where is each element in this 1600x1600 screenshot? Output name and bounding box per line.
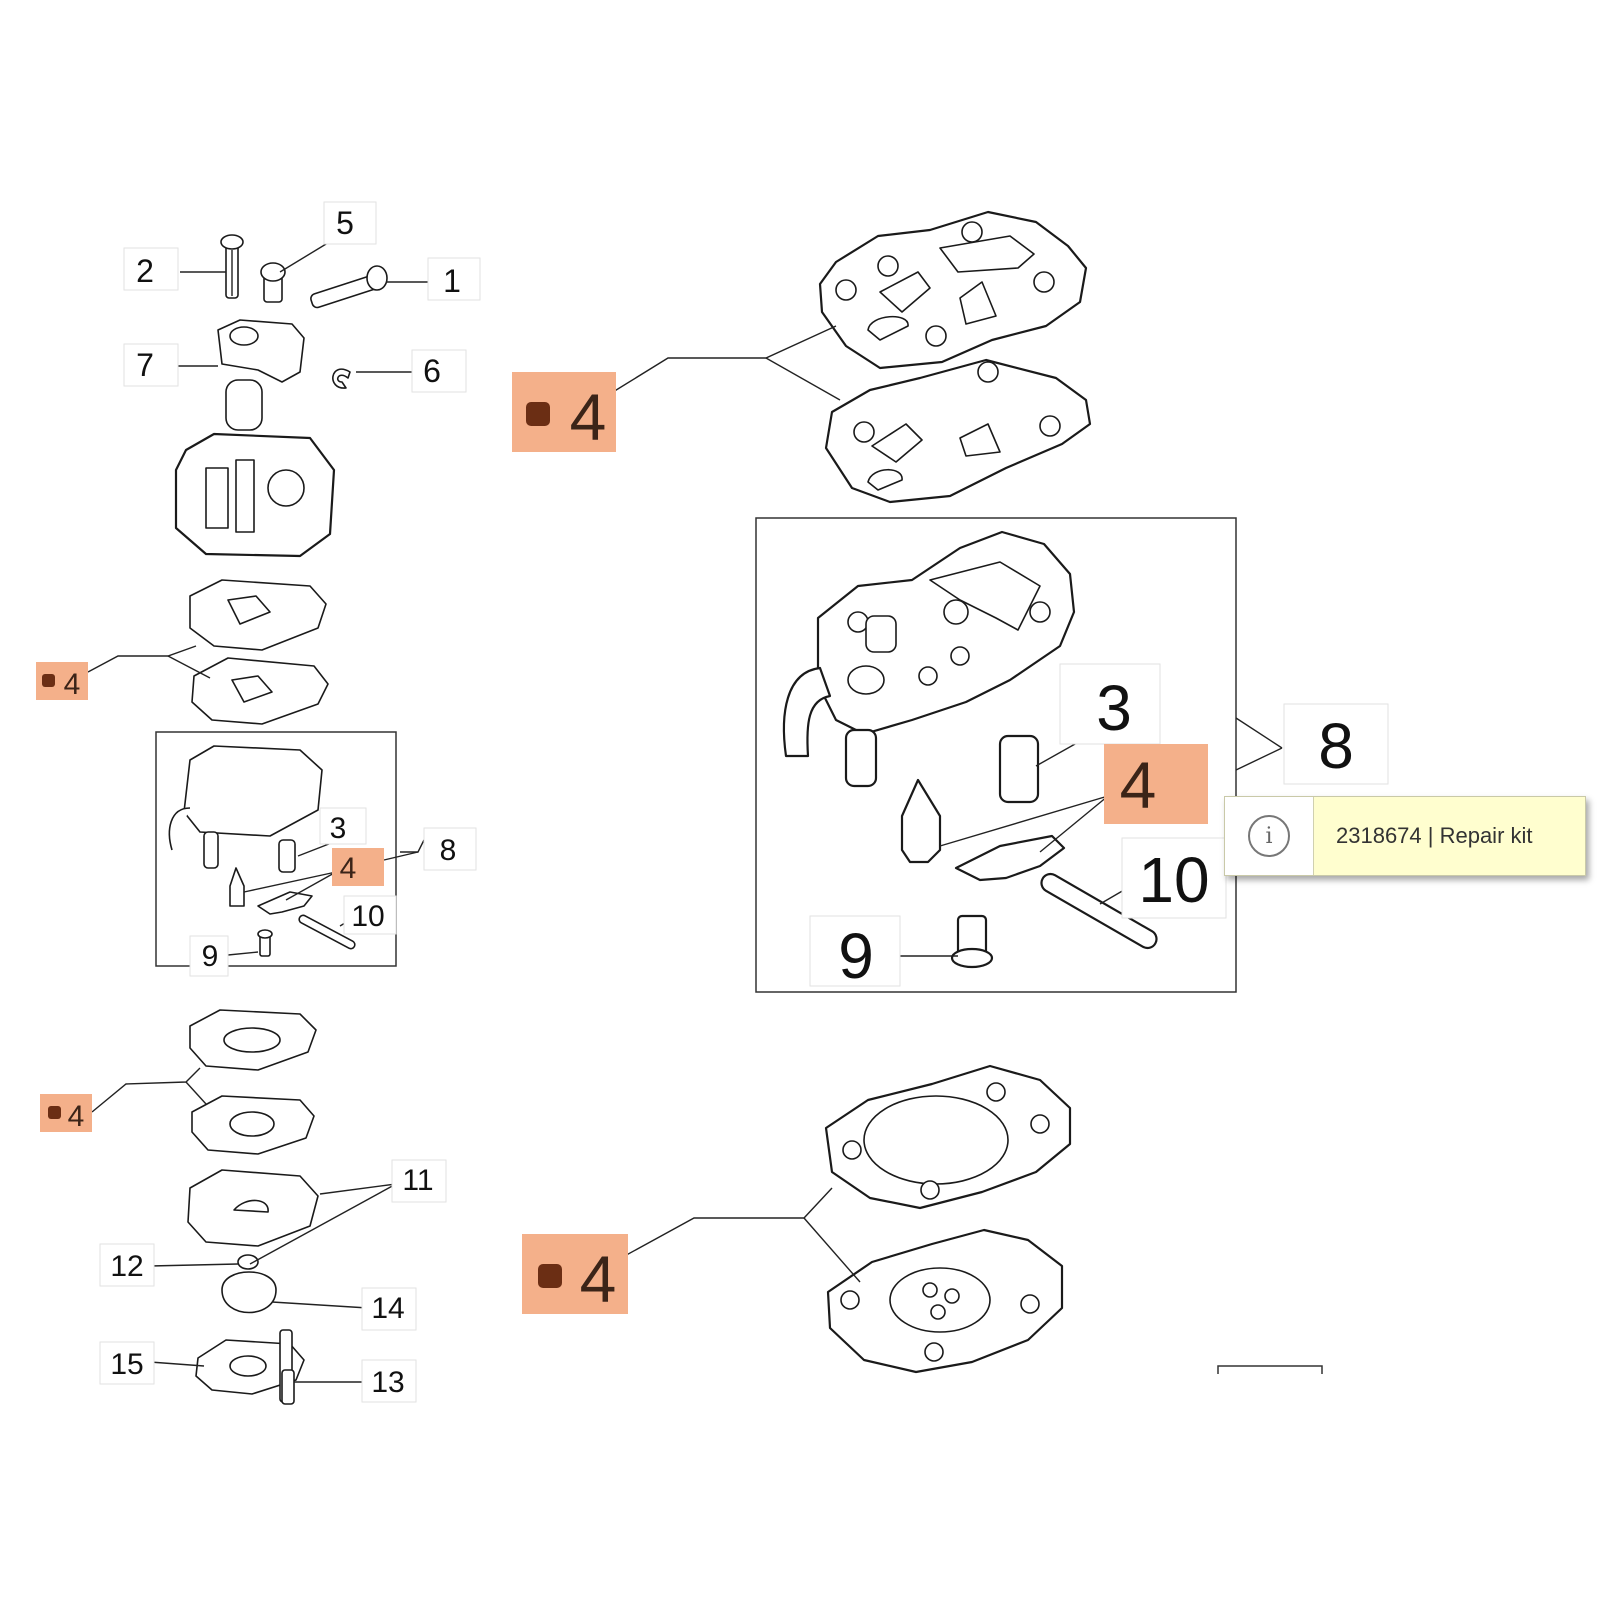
callout-label-9-large: 9 — [838, 920, 874, 992]
callout-7[interactable]: 7 — [123, 343, 179, 387]
kit-marker-label: 4 — [340, 852, 357, 885]
pin-part-10-large[interactable] — [1038, 871, 1160, 952]
callout-label-13: 13 — [371, 1366, 404, 1399]
tooltip-text: 2318674 | Repair kit — [1336, 823, 1533, 848]
callout-13[interactable]: 13 — [361, 1359, 417, 1403]
gasket-bottom-upper[interactable] — [824, 1064, 1072, 1210]
screw-part-5[interactable] — [260, 262, 286, 303]
callout-label-10-large: 10 — [1138, 844, 1209, 916]
screw-part-9-large[interactable] — [950, 914, 994, 969]
kit-marker-left-upper[interactable]: 4 — [36, 662, 88, 701]
callout-14[interactable]: 14 — [361, 1287, 417, 1331]
callout-8-small[interactable]: 8 — [423, 827, 477, 871]
lever-arm-part-4-large[interactable] — [954, 834, 1066, 882]
screw-part-2[interactable] — [220, 234, 244, 299]
gasket-second-large[interactable] — [824, 358, 1092, 504]
primer-bulb-part-14[interactable] — [221, 1271, 277, 1314]
callout-label-8-large: 8 — [1318, 710, 1354, 782]
screw-part-1[interactable] — [310, 265, 388, 309]
kit-marker-label: 4 — [68, 1100, 85, 1133]
carburetor-body[interactable] — [174, 432, 336, 558]
callout-label-11: 11 — [402, 1164, 433, 1197]
callout-label-7: 7 — [136, 347, 154, 383]
pump-cover-large[interactable] — [782, 530, 1076, 788]
callout-label-14: 14 — [371, 1292, 404, 1325]
info-icon: i — [1248, 815, 1290, 857]
callout-11[interactable]: 11 — [391, 1159, 447, 1203]
needle-part-large[interactable] — [900, 778, 942, 864]
kit-marker-right-top[interactable]: 4 — [512, 372, 616, 454]
gasket-pair-lower-small[interactable] — [189, 1009, 317, 1155]
callout-label-1: 1 — [443, 263, 461, 299]
kit-marker-label: 4 — [570, 380, 607, 454]
kit-marker-left-box[interactable]: 4 — [332, 848, 384, 886]
callout-label-10-small: 10 — [351, 900, 384, 933]
callout-2[interactable]: 2 — [123, 247, 179, 291]
callout-3-small[interactable]: 3 — [319, 807, 367, 845]
subassembly-box-small — [155, 731, 397, 967]
screw-part-13[interactable] — [279, 1329, 295, 1405]
kit-marker-label: 4 — [64, 668, 81, 701]
gasket-top-large[interactable] — [818, 210, 1088, 370]
callout-9-small[interactable]: 9 — [189, 935, 229, 977]
callout-label-15: 15 — [110, 1348, 143, 1381]
callout-5[interactable]: 5 — [323, 201, 377, 245]
callout-8-large[interactable]: 8 — [1283, 703, 1389, 785]
partial-frame-bottom-right — [1217, 1365, 1323, 1374]
kit-marker-left-lower[interactable]: 4 — [40, 1094, 92, 1133]
callout-label-12: 12 — [110, 1250, 143, 1283]
kit-marker-right-box[interactable]: 4 — [1104, 744, 1208, 824]
base-plate-part-15[interactable] — [195, 1339, 305, 1395]
callout-10-small[interactable]: 10 — [343, 895, 397, 935]
kit-marker-label: 4 — [580, 1242, 617, 1316]
gasket-bottom-lower[interactable] — [826, 1228, 1064, 1374]
callout-12[interactable]: 12 — [99, 1243, 155, 1287]
needle-part-small[interactable] — [229, 867, 245, 907]
repair-kit-tooltip[interactable]: i 2318674 | Repair kit — [1224, 796, 1586, 876]
callout-3-large[interactable]: 3 — [1059, 663, 1161, 745]
callout-15[interactable]: 15 — [99, 1341, 155, 1385]
callout-label-6: 6 — [423, 353, 441, 389]
subassembly-box-large — [755, 517, 1237, 993]
kit-marker-right-bottom[interactable]: 4 — [522, 1234, 628, 1316]
callout-10-large[interactable]: 10 — [1121, 837, 1227, 919]
screw-part-9-small[interactable] — [257, 929, 273, 957]
callout-label-9-small: 9 — [202, 940, 219, 973]
cover-part-11[interactable] — [187, 1169, 319, 1247]
pump-cover-small[interactable] — [168, 745, 323, 869]
lever-arm-part-4-small[interactable] — [257, 891, 313, 915]
callout-1[interactable]: 1 — [427, 257, 481, 301]
spring-part-3-small[interactable] — [278, 839, 296, 873]
pin-part-10-small[interactable] — [298, 914, 356, 950]
gasket-pair-upper-small[interactable] — [189, 579, 329, 725]
callout-label-8-small: 8 — [440, 834, 457, 867]
tooltip-icon-cell: i — [1225, 797, 1314, 875]
callout-label-2: 2 — [136, 253, 154, 289]
lever-part-7[interactable] — [217, 319, 305, 431]
spring-part-3-large[interactable] — [998, 734, 1040, 804]
callout-label-3-large: 3 — [1096, 672, 1132, 744]
callout-6[interactable]: 6 — [411, 349, 467, 393]
kit-marker-label: 4 — [1120, 748, 1157, 822]
callout-9-large[interactable]: 9 — [809, 915, 901, 992]
valve-part-12[interactable] — [237, 1254, 259, 1270]
callout-label-5: 5 — [336, 205, 354, 241]
callout-label-3-small: 3 — [330, 812, 347, 845]
e-clip-part-6[interactable] — [332, 368, 351, 389]
leader-lines — [87, 237, 1283, 1383]
